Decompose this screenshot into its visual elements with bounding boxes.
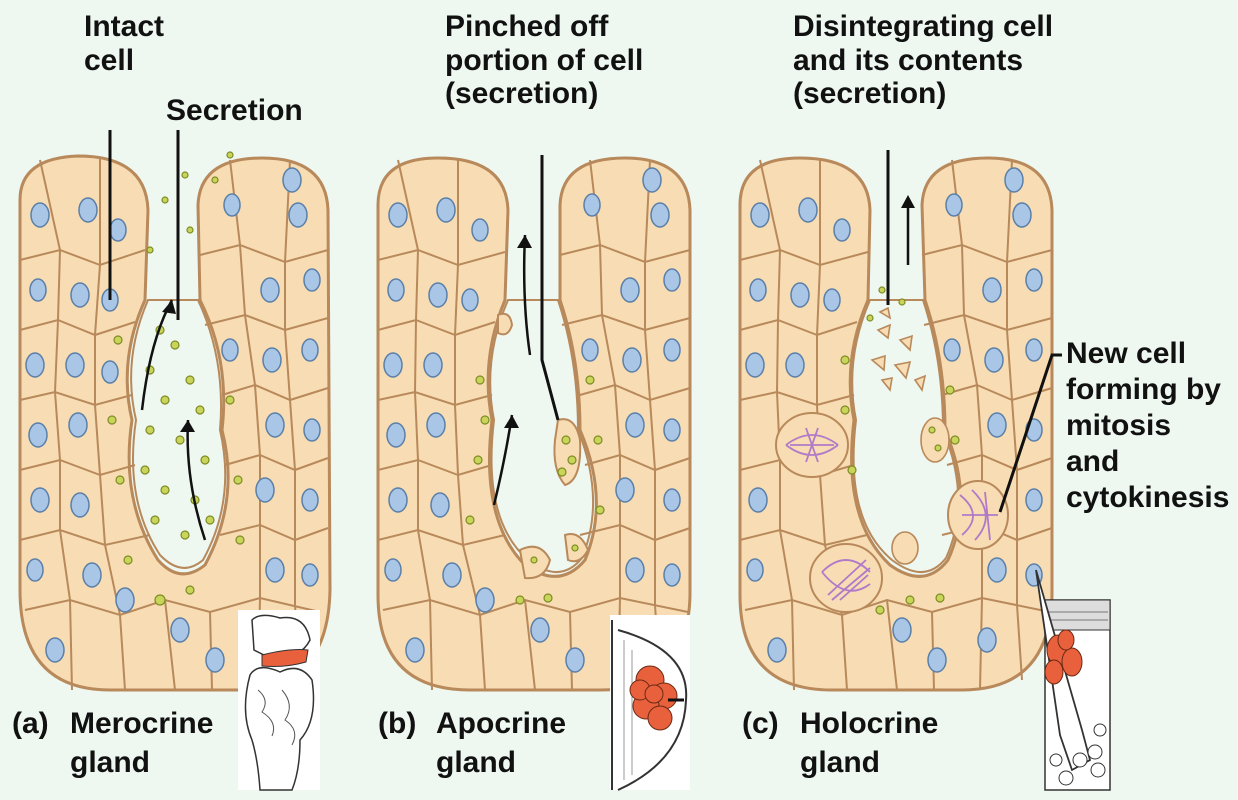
mitotic-cell (810, 544, 882, 612)
disintegrating-cell-label: Disintegrating cell and its contents (se… (793, 10, 1053, 111)
lumen (131, 300, 225, 568)
stomach-organ-icon (238, 610, 320, 790)
caption-merocrine: (a)Merocrine gland (12, 704, 213, 782)
caption-apocrine: (b)Apocrine gland (378, 704, 566, 782)
breast-organ-icon (610, 615, 690, 790)
holocrine-gland-drawing (740, 158, 1052, 690)
mitotic-cell (776, 413, 848, 477)
pinched-off-label: Pinched off portion of cell (secretion) (445, 10, 643, 111)
sebaceous-gland-hair-icon (1036, 570, 1110, 790)
merocrine-gland-drawing (20, 152, 330, 690)
secretion-label: Secretion (166, 94, 303, 128)
new-cell-label: New cell forming by mitosis and cytokine… (1066, 336, 1229, 516)
apocrine-gland-drawing (378, 158, 690, 690)
mitotic-cell (948, 481, 1008, 549)
caption-holocrine: (c)Holocrine gland (742, 704, 938, 782)
intact-cell-label: Intact cell (84, 10, 164, 77)
